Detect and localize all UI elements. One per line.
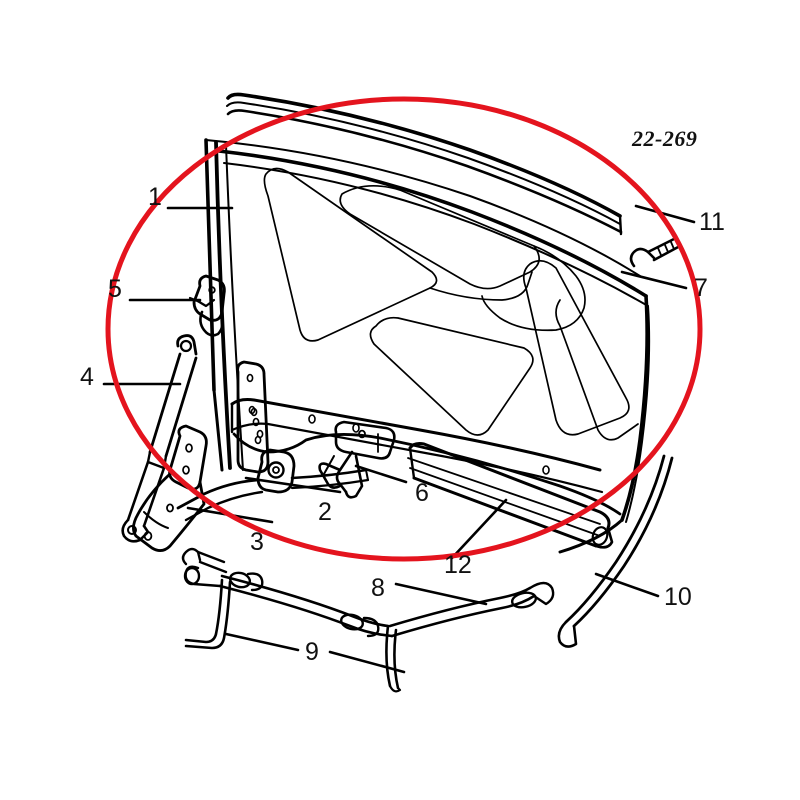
callout-1: 1 xyxy=(148,183,162,211)
callout-9: 9 xyxy=(305,638,319,666)
part-release-rod-right xyxy=(385,581,555,693)
callout-8: 8 xyxy=(371,574,385,602)
part-hood-hinge-arm xyxy=(176,360,370,522)
part-hood-prop-rod xyxy=(557,454,674,648)
leader-9a xyxy=(224,632,300,652)
part-hood-inner-reinforcement xyxy=(263,167,639,441)
callout-5: 5 xyxy=(108,275,122,303)
part-pivot-bolt xyxy=(181,547,228,574)
leader-8 xyxy=(394,582,488,606)
leader-6 xyxy=(354,464,408,484)
part-hood-seal-strip xyxy=(226,92,623,236)
callout-11: 11 xyxy=(699,208,725,236)
part-hinge-mounting-bracket xyxy=(132,424,208,552)
part-release-rod-left xyxy=(183,565,394,650)
part-gas-strut-support xyxy=(121,334,198,543)
leader-12 xyxy=(450,498,508,560)
callout-12: 12 xyxy=(444,551,472,579)
callout-4: 4 xyxy=(80,363,94,391)
leader-2 xyxy=(244,476,342,494)
callout-3: 3 xyxy=(250,528,264,556)
callout-2: 2 xyxy=(318,498,332,526)
leader-9b xyxy=(328,650,406,674)
leader-11 xyxy=(634,204,696,224)
part-hood-outer-panel xyxy=(204,138,651,554)
leader-7 xyxy=(620,270,688,290)
callout-7: 7 xyxy=(694,274,708,302)
part-front-cross-member xyxy=(407,442,614,549)
reference-code: 22-269 xyxy=(632,126,698,151)
callout-6: 6 xyxy=(415,479,429,507)
leader-10 xyxy=(594,572,660,598)
callout-10: 10 xyxy=(664,583,692,611)
